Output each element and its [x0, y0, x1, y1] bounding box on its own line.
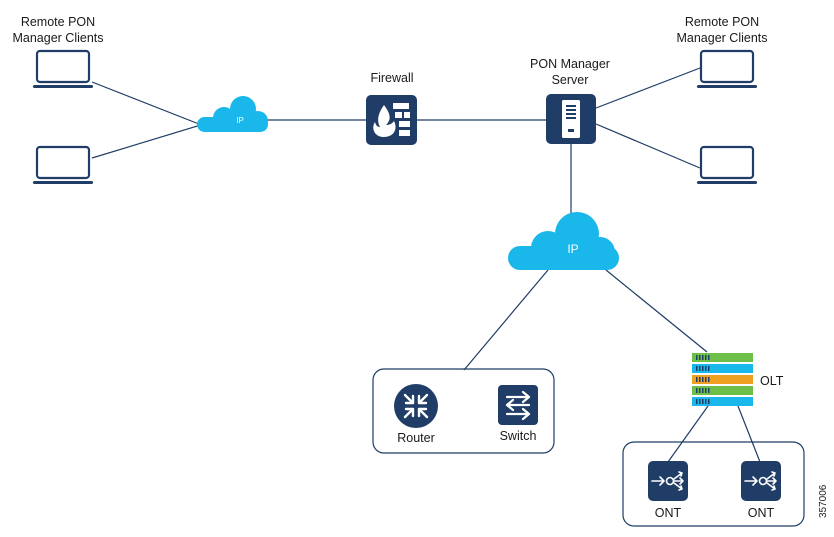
remote-clients-right-label-2: Manager Clients: [676, 31, 767, 45]
link-cloud-olt: [605, 269, 708, 353]
cloud-icon: [197, 96, 268, 132]
router-icon: [394, 384, 438, 428]
pon-server-label-1: PON Manager: [530, 57, 610, 71]
ont-left-label: ONT: [655, 506, 682, 520]
link-server-laptop3: [595, 67, 701, 109]
figure-id: 357006: [818, 484, 829, 518]
ont-icon: [741, 461, 781, 501]
remote-clients-left-label-2: Manager Clients: [12, 31, 103, 45]
link-server-laptop4: [595, 123, 701, 169]
laptop-icon: [697, 49, 757, 88]
firewall-label: Firewall: [370, 71, 413, 85]
olt-label: OLT: [760, 374, 784, 388]
remote-clients-right-label-1: Remote PON: [685, 15, 759, 29]
ont-right-label: ONT: [748, 506, 775, 520]
router-switch-group: [372, 368, 555, 454]
cloud-icon: [508, 212, 619, 270]
ont-icon: [648, 461, 688, 501]
link-laptop1-cloud: [91, 81, 205, 127]
link-olt-ont1: [667, 405, 709, 463]
cloud-large-label: IP: [567, 242, 578, 256]
laptop-icon: [697, 145, 757, 184]
link-olt-ont2: [737, 405, 761, 463]
remote-clients-left-label-1: Remote PON: [21, 15, 95, 29]
cloud-small-label: IP: [236, 116, 244, 125]
router-label: Router: [397, 431, 435, 445]
laptop-icon: [33, 49, 93, 88]
server-icon: [546, 94, 596, 144]
switch-icon: [498, 385, 538, 425]
link-laptop2-cloud: [91, 123, 205, 159]
olt-rack-icon: [692, 353, 753, 406]
switch-label: Switch: [500, 429, 537, 443]
connection-lines: [91, 67, 761, 463]
pon-server-label-2: Server: [552, 73, 589, 87]
laptop-icon: [33, 145, 93, 184]
ont-group: [622, 441, 805, 527]
link-cloud-router-switch: [463, 269, 549, 371]
firewall-icon: [366, 95, 417, 145]
